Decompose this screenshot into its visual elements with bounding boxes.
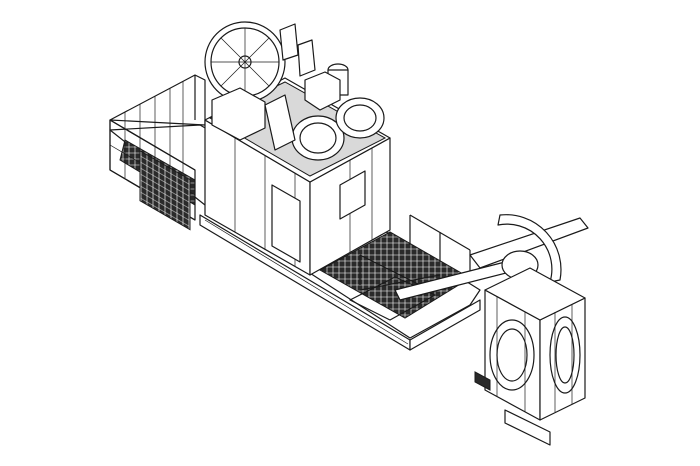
left-safety-cage [109,74,206,231]
cabin-window [339,170,366,220]
roof-equipment [204,21,385,161]
boom-arm [394,214,589,301]
winch-drums [264,94,385,161]
reel-basket [474,267,586,446]
cabin-door [271,184,301,263]
